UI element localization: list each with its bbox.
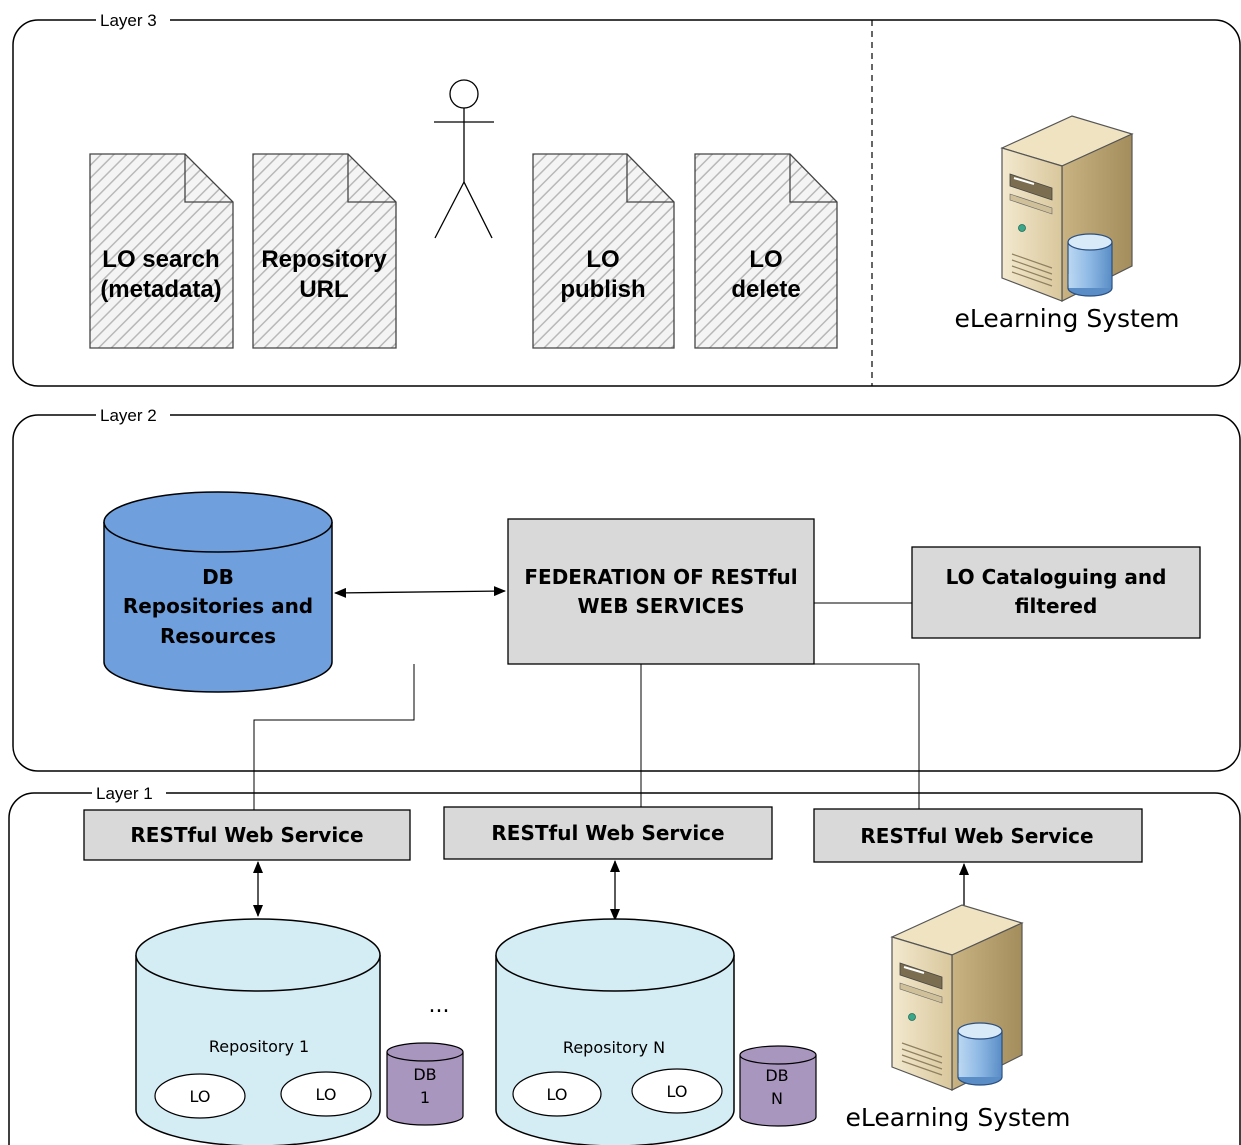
repository-label: Repository N <box>563 1038 665 1057</box>
db-n-cylinder: DB N <box>739 1045 817 1127</box>
layer-3-label: Layer 3 <box>100 11 157 30</box>
document-lo-delete: LO delete <box>694 153 838 349</box>
db-main-line2: Repositories and <box>123 594 313 618</box>
federation-line1: FEDERATION OF RESTful <box>524 565 797 589</box>
document-repository-url: Repository URL <box>252 153 397 349</box>
lo-label: LO <box>316 1085 337 1104</box>
federation-box: FEDERATION OF RESTful WEB SERVICES <box>507 518 815 665</box>
layer-2-label: Layer 2 <box>100 406 157 425</box>
lo-object <box>512 1071 602 1117</box>
cataloguing-line2: filtered <box>1015 594 1098 618</box>
federation-ws1-connector <box>253 664 415 810</box>
federation-ws3-connector <box>814 663 920 809</box>
lo-object <box>631 1068 723 1114</box>
doc-text-line1: LO <box>586 246 619 273</box>
db-main-line1: DB <box>202 565 234 589</box>
lo-label: LO <box>547 1085 568 1104</box>
repository-label: Repository 1 <box>209 1037 309 1056</box>
web-service-label: RESTful Web Service <box>491 821 724 845</box>
web-service-label: RESTful Web Service <box>130 823 363 847</box>
doc-text-line1: LO <box>749 246 782 273</box>
doc-text-line1: Repository <box>261 246 387 273</box>
db-1-line2: 1 <box>420 1088 430 1107</box>
lo-label: LO <box>190 1087 211 1106</box>
layer-2-panel: Layer 2 <box>12 405 1241 772</box>
lo-object <box>280 1071 372 1117</box>
web-service-box-2: RESTful Web Service <box>443 806 773 860</box>
lo-object <box>154 1073 246 1119</box>
elearning-server-icon <box>1001 115 1133 302</box>
cataloguing-box: LO Cataloguing and filtered <box>911 546 1201 639</box>
document-lo-search: LO search (metadata) <box>89 153 234 349</box>
db-1-line1: DB <box>413 1065 436 1084</box>
layer-3-panel: Layer 3 <box>12 10 1241 387</box>
layer-1-panel: Layer 1 <box>8 783 1241 1145</box>
db-federation-connector <box>334 586 506 598</box>
document-lo-publish: LO publish <box>532 153 675 349</box>
federation-line2: WEB SERVICES <box>577 594 744 618</box>
layer-1-label: Layer 1 <box>96 784 153 803</box>
db-1-cylinder: DB 1 <box>386 1042 464 1126</box>
repository-1-cylinder: Repository 1 LO LO <box>135 918 381 1145</box>
lo-label: LO <box>667 1082 688 1101</box>
ellipsis: ... <box>429 993 450 1018</box>
elearning-system-label-bottom: eLearning System <box>845 1103 1070 1132</box>
doc-text-line2: URL <box>299 276 348 303</box>
doc-text-line2: delete <box>731 276 800 303</box>
repository-n-cylinder: Repository N LO LO <box>495 918 735 1145</box>
db-repositories-cylinder: DB Repositories and Resources <box>103 491 333 693</box>
doc-text-line2: (metadata) <box>100 276 221 303</box>
doc-text-line2: publish <box>560 276 645 303</box>
web-service-box-1: RESTful Web Service <box>83 809 411 861</box>
elearning-server-icon <box>891 904 1023 1091</box>
web-service-label: RESTful Web Service <box>860 824 1093 848</box>
web-service-box-3: RESTful Web Service <box>813 808 1143 863</box>
db-main-line3: Resources <box>160 624 276 648</box>
elearning-system-label-top: eLearning System <box>954 304 1179 333</box>
db-n-line2: N <box>771 1089 783 1108</box>
doc-text-line1: LO search <box>102 246 219 273</box>
db-n-line1: DB <box>765 1066 788 1085</box>
cataloguing-line1: LO Cataloguing and <box>946 565 1167 589</box>
actor-icon <box>434 79 494 239</box>
